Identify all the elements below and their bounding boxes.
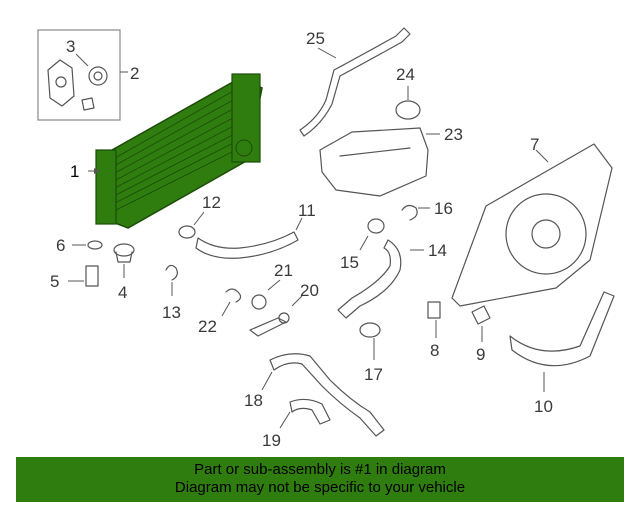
callout-6[interactable]: 6 [56, 236, 65, 255]
callout-16[interactable]: 16 [434, 199, 453, 218]
part-2-inset-box [37, 29, 128, 121]
callout-20[interactable]: 20 [300, 281, 319, 300]
part-8-fastener[interactable] [427, 301, 441, 319]
part-13-clip[interactable] [165, 264, 178, 281]
callout-3[interactable]: 3 [66, 37, 75, 56]
callout-23[interactable]: 23 [444, 125, 463, 144]
part-23-reservoir[interactable] [319, 127, 440, 197]
part-10-deflector[interactable] [509, 291, 615, 392]
callout-10[interactable]: 10 [534, 397, 553, 416]
callout-14[interactable]: 14 [428, 241, 447, 260]
callout-7[interactable]: 7 [530, 135, 539, 154]
part-22-clip[interactable] [225, 288, 242, 303]
callout-21[interactable]: 21 [274, 261, 293, 280]
part-7-fan-shroud[interactable] [451, 143, 613, 307]
part-11-hose[interactable] [195, 217, 303, 259]
callout-18[interactable]: 18 [244, 391, 263, 410]
callout-2[interactable]: 2 [130, 64, 139, 83]
callout-24[interactable]: 24 [396, 65, 415, 84]
part-5-drain-plug[interactable] [68, 265, 99, 287]
callout-19[interactable]: 19 [262, 431, 281, 450]
radiator-part-1[interactable] [95, 73, 263, 229]
part-9-bracket[interactable] [471, 305, 491, 325]
part-25-hose[interactable] [299, 27, 411, 137]
part-12-oring[interactable] [178, 211, 205, 239]
part-17-clamp[interactable] [359, 322, 381, 338]
callout-11[interactable]: 11 [298, 201, 316, 220]
callout-13[interactable]: 13 [162, 303, 181, 322]
banner-line-1: Part or sub-assembly is #1 in diagram [194, 461, 446, 478]
part-15-oring[interactable] [367, 218, 385, 234]
callout-15[interactable]: 15 [340, 253, 359, 272]
callout-12[interactable]: 12 [202, 193, 221, 212]
parts-diagram: 1 2 3 4 5 6 7 8 9 10 11 12 13 14 15 16 1… [37, 27, 615, 450]
diagram-notice-banner: Part or sub-assembly is #1 in diagram Di… [16, 457, 624, 502]
part-19-hose[interactable] [279, 398, 331, 429]
banner-line-2: Diagram may not be specific to your vehi… [174, 479, 466, 496]
callout-9[interactable]: 9 [476, 345, 485, 364]
callout-4[interactable]: 4 [118, 283, 127, 302]
part-16-clip[interactable] [401, 204, 418, 221]
callout-17[interactable]: 17 [364, 365, 383, 384]
part-18-hose-assembly[interactable] [261, 353, 385, 437]
callout-22[interactable]: 22 [198, 317, 217, 336]
callout-25[interactable]: 25 [306, 29, 325, 48]
callout-8[interactable]: 8 [430, 341, 439, 360]
part-20-fitting[interactable] [249, 295, 303, 337]
part-14-hose[interactable] [337, 239, 424, 319]
callout-5[interactable]: 5 [50, 272, 59, 291]
part-6-oring[interactable] [72, 240, 103, 250]
part-4-cap[interactable] [113, 243, 135, 278]
callout-1[interactable]: 1 [70, 162, 79, 181]
part-24-cap[interactable] [395, 86, 421, 120]
part-21-oring[interactable] [251, 294, 267, 310]
